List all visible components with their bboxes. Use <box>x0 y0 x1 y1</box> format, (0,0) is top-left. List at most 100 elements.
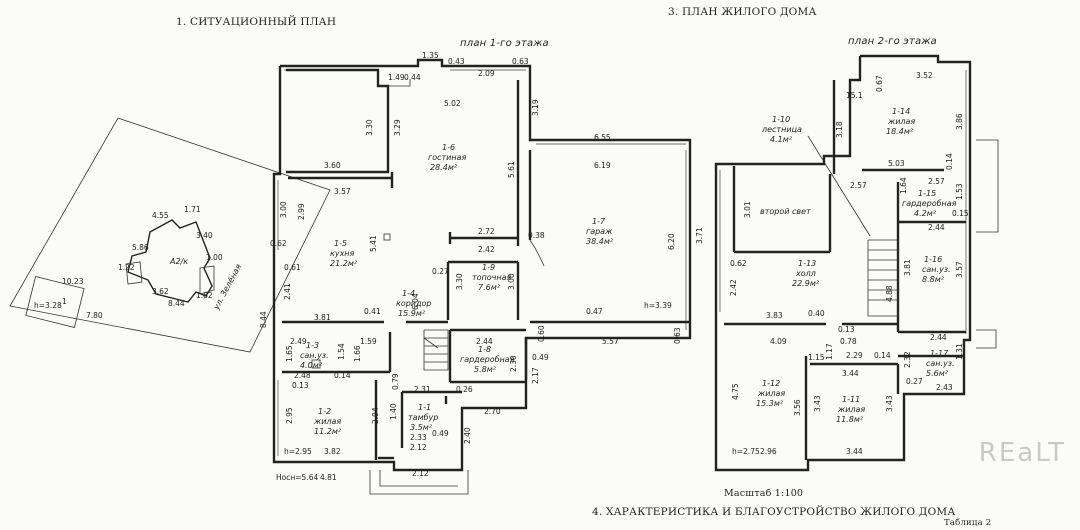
dimension-label: 4.1м² <box>770 135 793 144</box>
room-1-12: 1-12 жилая 15.3м² <box>756 379 785 408</box>
dimension-label: 2.31 <box>414 385 431 394</box>
site-dim: 1.82 <box>196 291 213 300</box>
floor2-plan <box>714 54 999 472</box>
site-dim: 7.80 <box>86 311 103 320</box>
dimension-label: 2.12 <box>412 469 429 478</box>
dimension-label: 3.44 <box>842 369 859 378</box>
dimension-label: 0.61 <box>284 263 301 272</box>
site-dim: 1.00 <box>206 253 223 262</box>
room-1-5: 1-5 кухня 21.2м² <box>330 239 358 268</box>
dimension-label: 1.40 <box>389 403 398 420</box>
dimension-label: жилая <box>887 117 915 126</box>
dimension-label: 3.81 <box>903 259 912 276</box>
dimension-label: 2.43 <box>936 383 953 392</box>
dimension-label: 3.19 <box>531 99 540 116</box>
dimension-label: 1-8 <box>478 345 491 354</box>
dimension-label: 1.53 <box>955 183 964 200</box>
dimension-label: 5.6м² <box>926 369 949 378</box>
site-plot-number: 1 <box>62 297 67 306</box>
dimension-label: 1-4 <box>402 289 415 298</box>
dimension-label: 3.01 <box>743 201 752 218</box>
room-1-14: 1-14 жилая 18.4м² <box>886 107 915 136</box>
dimension-label: 4.75 <box>731 383 740 400</box>
room-1-9: 1-9 топочная 7.6м² <box>472 263 512 292</box>
dimension-label: 0.63 <box>512 57 529 66</box>
dimension-label: 5.57 <box>602 337 619 346</box>
room-1-2: 1-2 жилая 11.2м² <box>313 407 342 436</box>
dimension-label: 3.60 <box>324 161 341 170</box>
dimension-label: сан.уз. <box>922 265 951 274</box>
dimension-label: 0.62 <box>270 239 287 248</box>
dimension-label: 0.13 <box>838 325 855 334</box>
dimension-label: 2.44 <box>476 337 493 346</box>
dimension-label: 3.00 <box>507 273 516 290</box>
room-1-17: 1-17 сан.уз. 5.6м² <box>926 349 955 378</box>
dimension-label: 1-13 <box>798 259 816 268</box>
dimension-label: 3.00 <box>279 201 288 218</box>
dimension-label: 0.79 <box>391 373 400 390</box>
site-dim: 1.22 <box>118 263 135 272</box>
dimension-label: 3.57 <box>955 261 964 278</box>
dimension-label: 3.57 <box>334 187 351 196</box>
second-light-label: второй свет <box>760 207 811 216</box>
dimension-label: 22.9м² <box>792 279 820 288</box>
site-dim: 8.44 <box>168 299 185 308</box>
floor1-dimensions: 1.35 0.43 2.09 0.63 1.49 0.44 5.02 3.30 … <box>259 51 704 482</box>
dimension-label: 3.29 <box>393 119 402 136</box>
dimension-label: 4.09 <box>770 337 787 346</box>
dimension-label: 2.32 <box>903 351 912 368</box>
dimension-label: 2.57 <box>928 177 945 186</box>
dimension-label: 3.30 <box>365 119 374 136</box>
site-dim: 5.86 <box>132 243 149 252</box>
situation-plan-title: 1. СИТУАЦИОННЫЙ ПЛАН <box>176 16 337 28</box>
dimension-label: 2.17 <box>531 367 540 384</box>
dimension-label: 2.41 <box>283 283 292 300</box>
dimension-label: 1.64 <box>899 177 908 194</box>
floor2-title: план 2-го этажа <box>848 36 937 47</box>
dimension-label: 38.4м² <box>586 237 614 246</box>
site-dim: 4.55 <box>152 211 169 220</box>
floor1-rooms: 1-6 гостиная 28.4м² 1-5 кухня 21.2м² 1-7… <box>300 143 614 436</box>
dimension-label: жилая <box>757 389 785 398</box>
dimension-label: 3.18 <box>835 121 844 138</box>
dimension-label: 0.63 <box>673 327 682 344</box>
site-building-label: А2/к <box>169 257 188 266</box>
dimension-label: 0.26 <box>456 385 473 394</box>
dimension-label: 2.29 <box>846 351 863 360</box>
dimension-label: 3.81 <box>314 313 331 322</box>
dimension-label: 2.70 <box>484 407 501 416</box>
dimension-label: 1-16 <box>924 255 942 264</box>
dimension-label: сан.уз. <box>926 359 955 368</box>
dimension-label: 2.42 <box>478 245 495 254</box>
dimension-label: 1.35 <box>422 51 439 60</box>
dimension-label: сан.уз. <box>300 351 329 360</box>
dimension-label: 11.2м² <box>314 427 342 436</box>
dimension-label: 0.13 <box>292 381 309 390</box>
floor1-title: план 1-го этажа <box>460 38 549 49</box>
dimension-label: тамбур <box>408 413 438 422</box>
dimension-label: 0.14 <box>945 153 954 170</box>
site-dim: 1.71 <box>184 205 201 214</box>
dimension-label: 1-6 <box>442 143 455 152</box>
dimension-label: 2.44 <box>928 223 945 232</box>
dimension-label: 0.62 <box>730 259 747 268</box>
dimension-label: 5.03 <box>888 159 905 168</box>
street-name: ул. Зелёная <box>211 262 243 311</box>
dimension-label: 4.0м² <box>300 361 323 370</box>
dimension-label: 15.3м² <box>756 399 784 408</box>
watermark-logo: REaLT <box>978 438 1066 468</box>
room-1-4: 1-4 коридор 15.9м² <box>396 289 432 318</box>
dimension-label: 0.44 <box>404 73 421 82</box>
dimension-label: 18.4м² <box>886 127 914 136</box>
dimension-label: 0.40 <box>808 309 825 318</box>
dimension-label: 1-9 <box>482 263 495 272</box>
dimension-label: 0.15 <box>952 209 969 218</box>
dimension-label: 2.40 <box>463 427 472 444</box>
dimension-label: 2.96 <box>760 447 777 456</box>
dimension-label: 2.30 <box>509 355 518 372</box>
dimension-label: 0.47 <box>586 307 603 316</box>
dimension-label: 0.27 <box>906 377 923 386</box>
dimension-label: жилая <box>313 417 341 426</box>
